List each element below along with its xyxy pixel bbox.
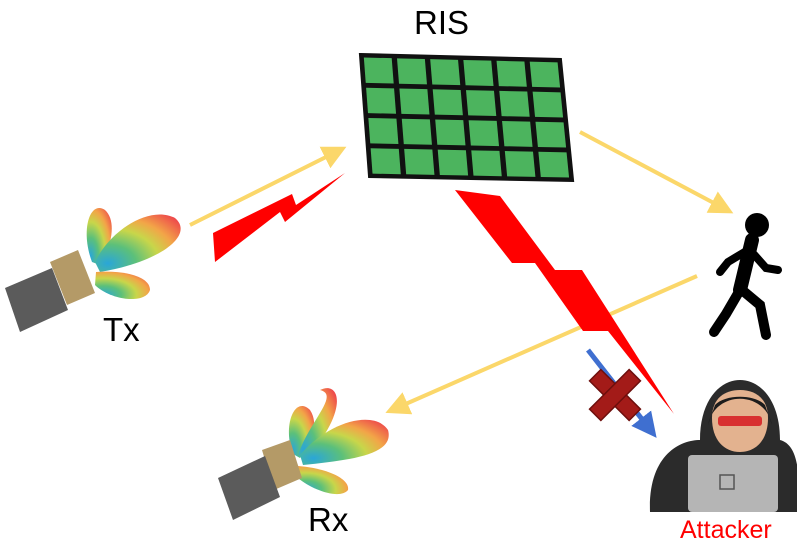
ris-cell xyxy=(502,120,533,147)
ris-cell xyxy=(366,87,397,114)
ris-cell xyxy=(435,119,466,146)
ris-cell xyxy=(430,59,461,86)
ris-cell xyxy=(463,59,494,86)
ris-cell xyxy=(504,151,536,177)
ris-cell xyxy=(437,149,469,176)
ris-cell xyxy=(397,58,427,85)
signal-arrow-ris-to-person xyxy=(579,130,734,214)
ris-cell xyxy=(432,89,463,116)
rx-antenna-icon xyxy=(218,388,389,520)
ris-cell xyxy=(532,91,564,118)
ris-label: RIS xyxy=(414,4,470,41)
lightning-bolt-icon xyxy=(455,190,674,414)
ris-cell xyxy=(368,117,399,144)
lightning-bolt-icon xyxy=(213,173,345,262)
ris-cell xyxy=(499,90,530,117)
tx-antenna-icon xyxy=(5,208,181,332)
ris-cell xyxy=(496,60,527,87)
attacker-label: Attacker xyxy=(680,516,772,544)
ris-panel xyxy=(358,52,575,183)
signal-arrow-tx-to-ris xyxy=(189,146,347,227)
ris-cell xyxy=(465,90,497,117)
signal-arrow-person-to-rx xyxy=(385,274,698,415)
ris-cell xyxy=(401,118,432,145)
ris-cell xyxy=(404,148,435,175)
tx-label: Tx xyxy=(103,311,140,348)
rx-label: Rx xyxy=(308,501,349,538)
hacker-icon xyxy=(649,380,797,512)
ris-cell-grid xyxy=(363,57,570,178)
ris-cell xyxy=(363,57,394,84)
ris-cell xyxy=(471,150,502,177)
cross-icon xyxy=(588,368,642,422)
ris-cell xyxy=(535,121,567,148)
ris-cell xyxy=(399,88,430,115)
ris-cell xyxy=(468,120,500,147)
ris-cell xyxy=(370,148,401,175)
ris-cell xyxy=(538,151,570,178)
walking-person-icon xyxy=(709,213,782,340)
ris-cell xyxy=(529,61,561,88)
